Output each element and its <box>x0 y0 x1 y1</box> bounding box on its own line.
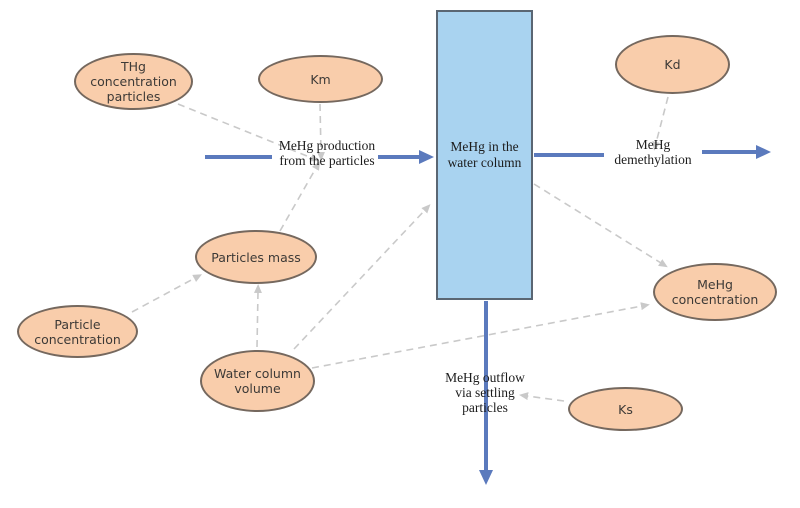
flow-label-outflow[interactable]: MeHg outflow via settling particles <box>445 370 525 415</box>
connector-water-column-volume-to-mehg-concentration <box>311 302 650 369</box>
connector-kd-to-demethylation <box>652 96 669 151</box>
node-label: Ks <box>618 401 633 417</box>
connector-water-column-volume-to-particles-mass <box>253 284 262 348</box>
flow-label-production[interactable]: MeHg production from the particles <box>278 138 376 168</box>
node-kd[interactable]: Kd <box>615 35 730 94</box>
node-label: Kd <box>664 57 681 72</box>
node-water-column-volume[interactable]: Water column volume <box>200 350 315 412</box>
flow-label-demethylation[interactable]: MeHg demethylation <box>614 137 692 167</box>
node-label: Km <box>310 71 331 87</box>
connector-particles-mass-to-production <box>279 161 320 232</box>
node-label: Particle concentration <box>34 316 121 347</box>
connector-ks-to-outflow <box>519 392 565 402</box>
stock-mehg-in-water-column[interactable]: MeHg in the water column <box>436 10 533 300</box>
stock-label: MeHg in the water column <box>447 139 522 170</box>
node-thg-concentration-particles[interactable]: THg concentration particles <box>74 53 193 110</box>
node-label: THg concentration particles <box>90 59 177 104</box>
connector-water-column-volume-to-stock <box>293 204 431 350</box>
connector-thg-to-production <box>177 103 320 162</box>
node-km[interactable]: Km <box>258 55 383 103</box>
node-label: Water column volume <box>214 366 301 396</box>
connector-km-to-production <box>316 103 325 161</box>
flow-pipes <box>205 145 771 485</box>
connector-particle-concentration-to-particles-mass <box>131 274 203 313</box>
node-mehg-concentration[interactable]: MeHg concentration <box>653 263 777 321</box>
dashed-connectors <box>131 96 669 402</box>
node-label: Particles mass <box>211 249 301 265</box>
node-ks[interactable]: Ks <box>568 387 683 431</box>
node-label: MeHg concentration <box>671 277 759 307</box>
node-particle-concentration[interactable]: Particle concentration <box>17 305 138 358</box>
node-particles-mass[interactable]: Particles mass <box>195 230 317 284</box>
connector-stock-to-mehg-concentration <box>533 183 668 268</box>
